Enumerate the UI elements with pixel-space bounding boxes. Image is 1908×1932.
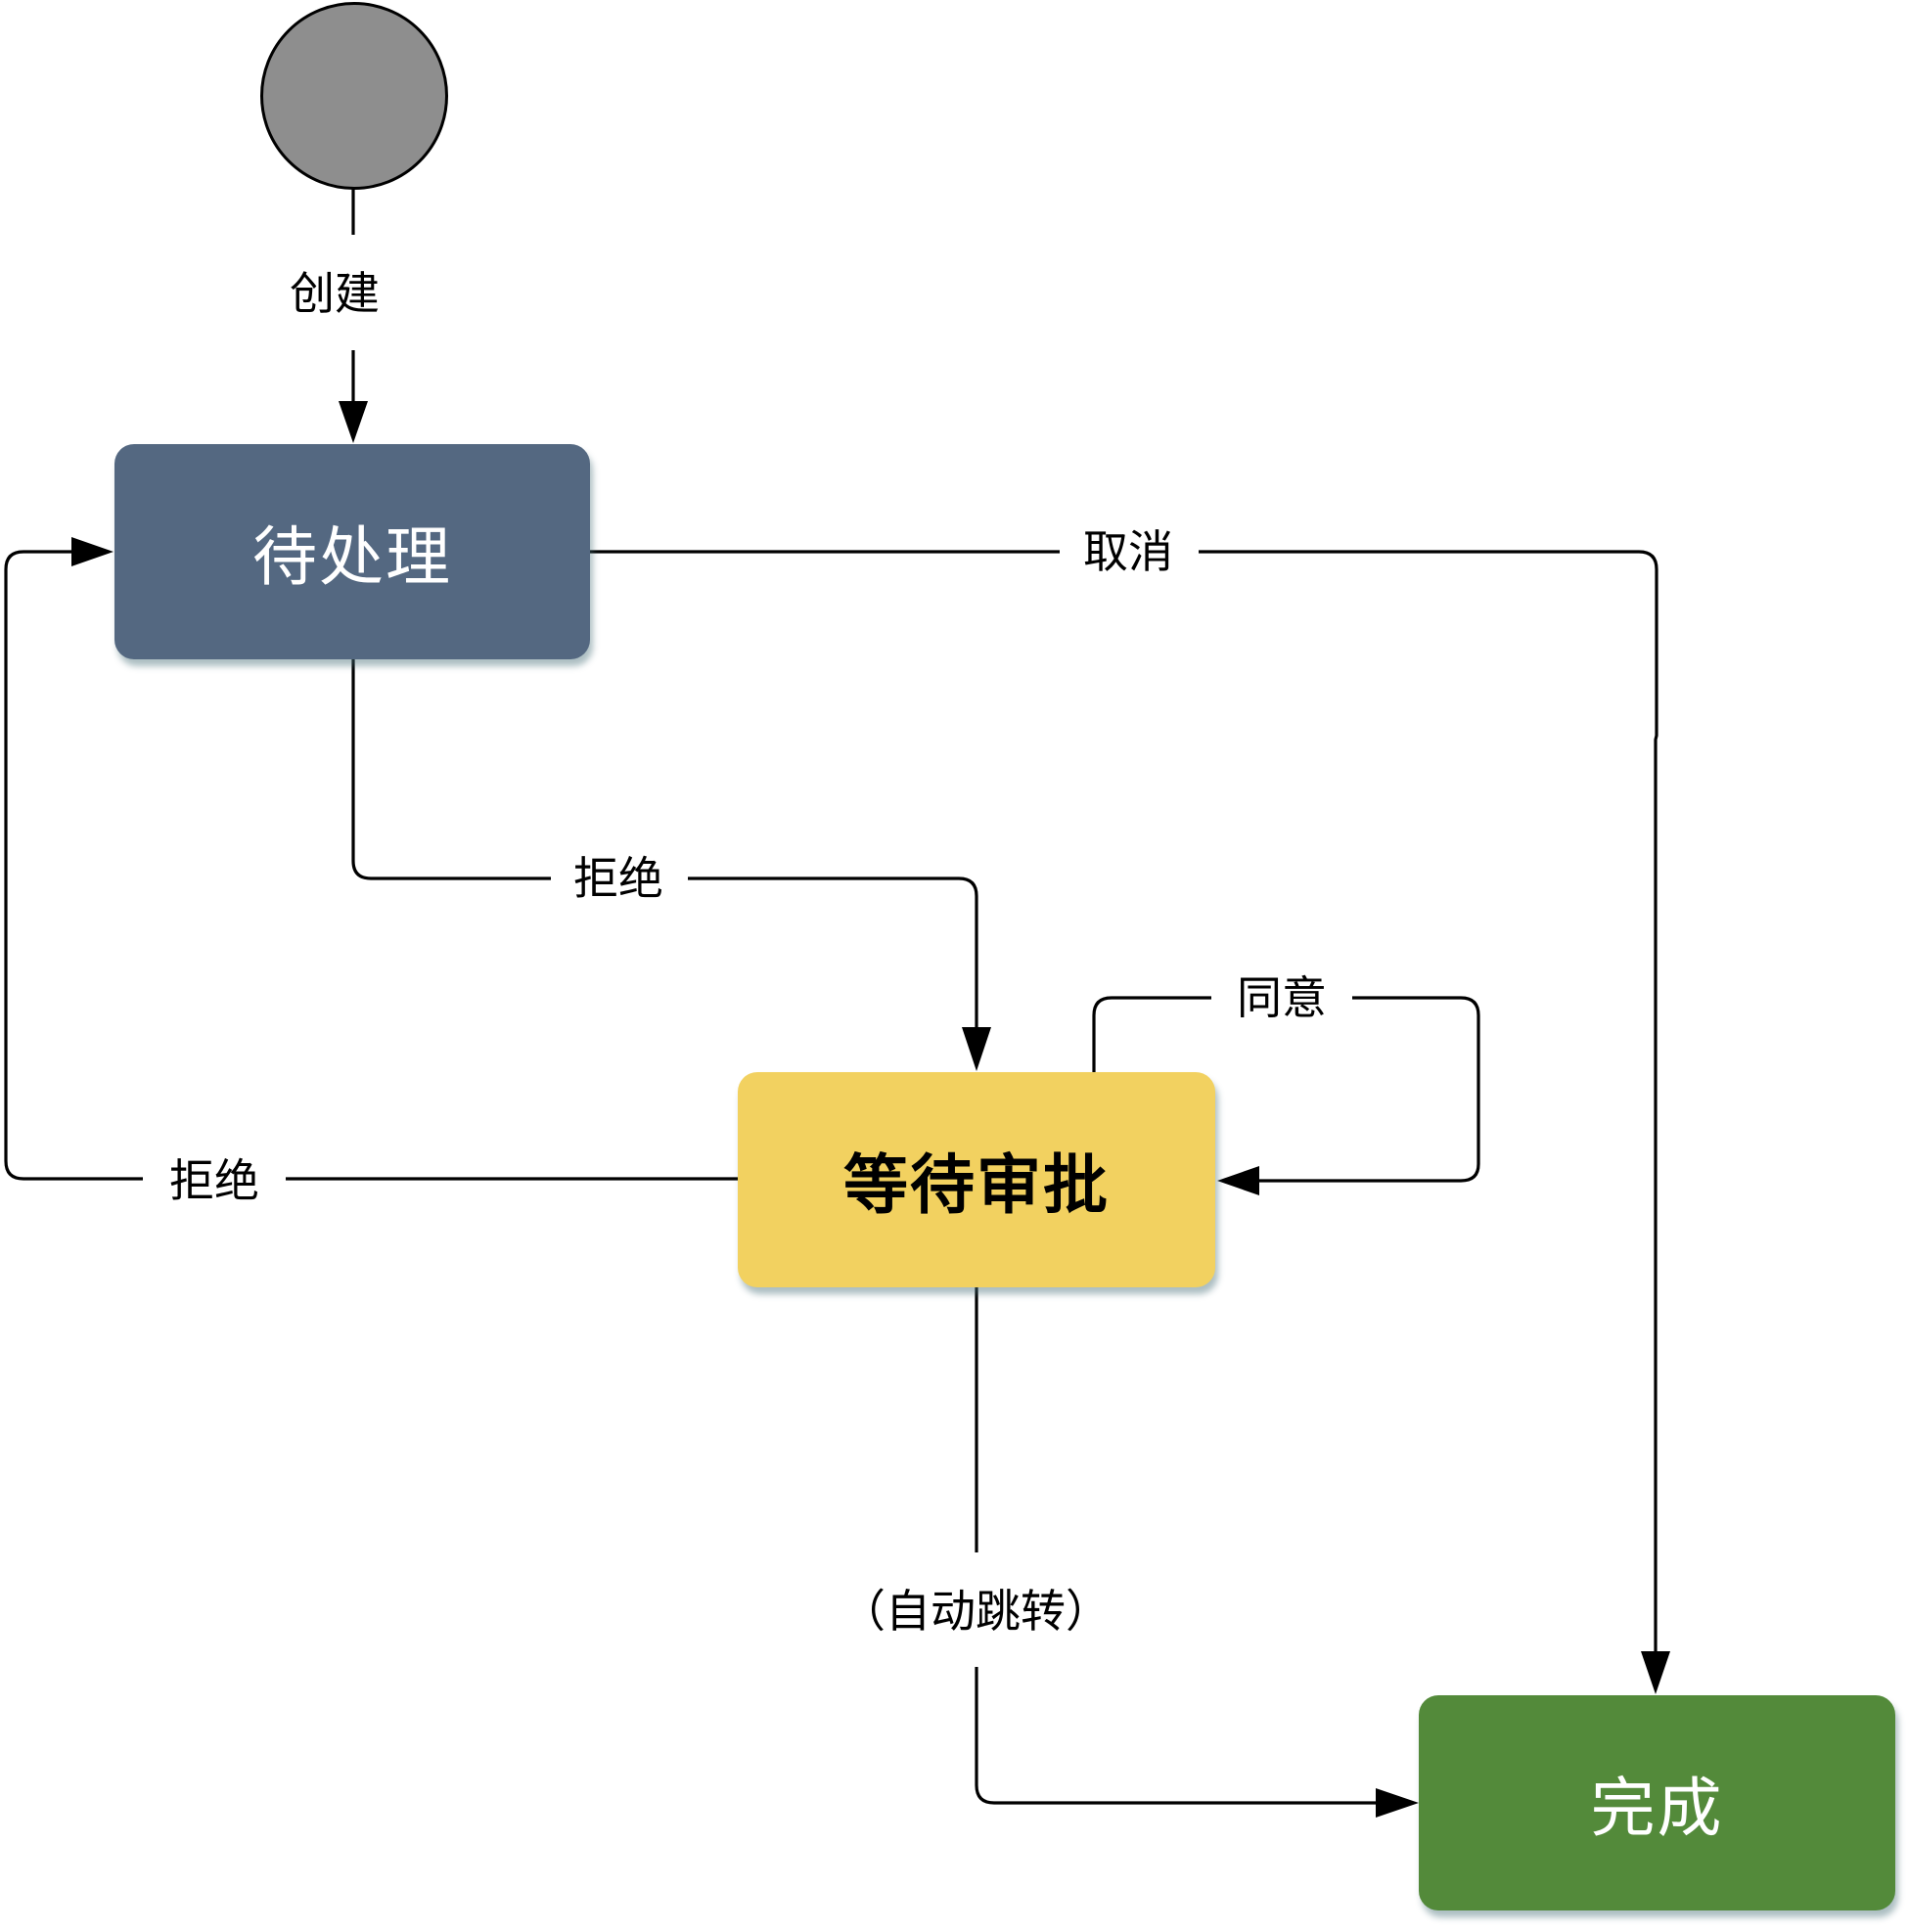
edge-agree — [1092, 996, 1480, 1183]
label-cancel: 取消 — [1083, 525, 1173, 578]
edge-reject-back — [4, 550, 738, 1181]
arrowhead-reject-down — [962, 1027, 991, 1071]
start-node[interactable] — [260, 2, 448, 190]
state-awaiting-approval-label: 等待审批 — [843, 1147, 1110, 1223]
label-auto: （自动跳转） — [840, 1585, 1111, 1638]
label-reject-back: 拒绝 — [169, 1154, 259, 1207]
label-agree: 同意 — [1237, 971, 1327, 1024]
arrowhead-cancel — [1641, 1651, 1670, 1694]
label-create: 创建 — [290, 267, 380, 320]
edge-auto — [975, 1287, 1378, 1805]
edge-reject-down — [351, 659, 978, 1029]
state-awaiting-approval[interactable]: 等待审批 — [738, 1072, 1215, 1287]
state-pending[interactable]: 待处理 — [114, 444, 590, 659]
arrowhead-reject-back — [71, 537, 114, 566]
arrowhead-create — [339, 401, 368, 443]
state-done-label: 完成 — [1590, 1771, 1724, 1846]
arrowhead-agree — [1217, 1166, 1259, 1195]
state-done[interactable]: 完成 — [1419, 1695, 1895, 1910]
arrowhead-auto — [1376, 1788, 1419, 1818]
label-reject-down: 拒绝 — [573, 852, 663, 905]
edge-cancel — [590, 550, 1658, 1653]
state-pending-label: 待处理 — [252, 519, 452, 595]
